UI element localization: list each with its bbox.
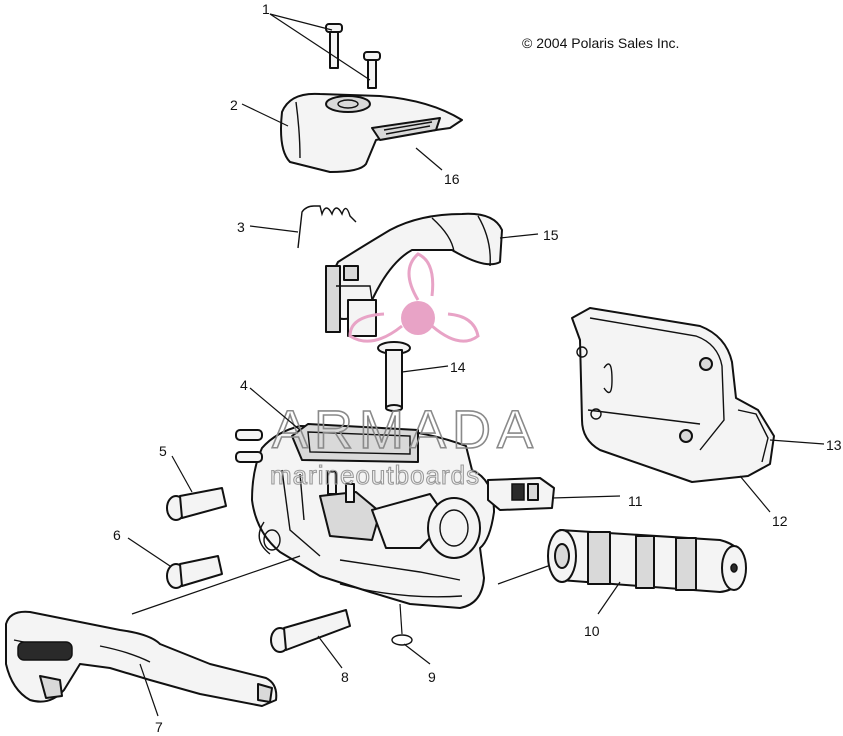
callout-16: 16	[444, 171, 460, 187]
callout-12: 12	[772, 513, 788, 529]
part-8-pin	[270, 609, 351, 653]
part-9-clip	[391, 634, 413, 646]
callout-10: 10	[584, 623, 600, 639]
callout-1: 1	[262, 1, 270, 17]
callout-3: 3	[237, 219, 245, 235]
part-3-spring	[297, 205, 357, 249]
callout-8: 8	[341, 669, 349, 685]
part-12-cover-plate	[571, 307, 775, 483]
callouts: 1 2 3 4 5 6 7 8 9 10 11 12 13 14 15 16	[113, 1, 842, 735]
part-2-top-cover	[280, 92, 463, 173]
part-11-switch	[487, 477, 555, 511]
copyright-text: © 2004 Polaris Sales Inc.	[522, 35, 679, 51]
callout-11: 11	[628, 493, 643, 509]
part-4-housing	[235, 423, 495, 609]
part-14-pivot-pin	[377, 341, 411, 412]
part-7-brake-lever	[5, 610, 278, 707]
watermark: ARMADA marineoutboards	[269, 252, 539, 491]
callout-4: 4	[240, 377, 248, 393]
callout-5: 5	[159, 443, 167, 459]
watermark-brand: ARMADA	[272, 400, 539, 460]
leader-lines	[127, 13, 825, 717]
part-5-pin	[166, 487, 227, 521]
callout-6: 6	[113, 527, 121, 543]
callout-13: 13	[826, 437, 842, 453]
callout-9: 9	[428, 669, 436, 685]
callout-15: 15	[543, 227, 559, 243]
watermark-tagline: marineoutboards	[270, 460, 480, 490]
callout-2: 2	[230, 97, 238, 113]
callout-14: 14	[450, 359, 466, 375]
part-10-shaft	[547, 529, 747, 593]
callout-7: 7	[155, 719, 163, 735]
part-6-pin	[166, 555, 223, 589]
propeller-logo-icon	[348, 252, 480, 343]
